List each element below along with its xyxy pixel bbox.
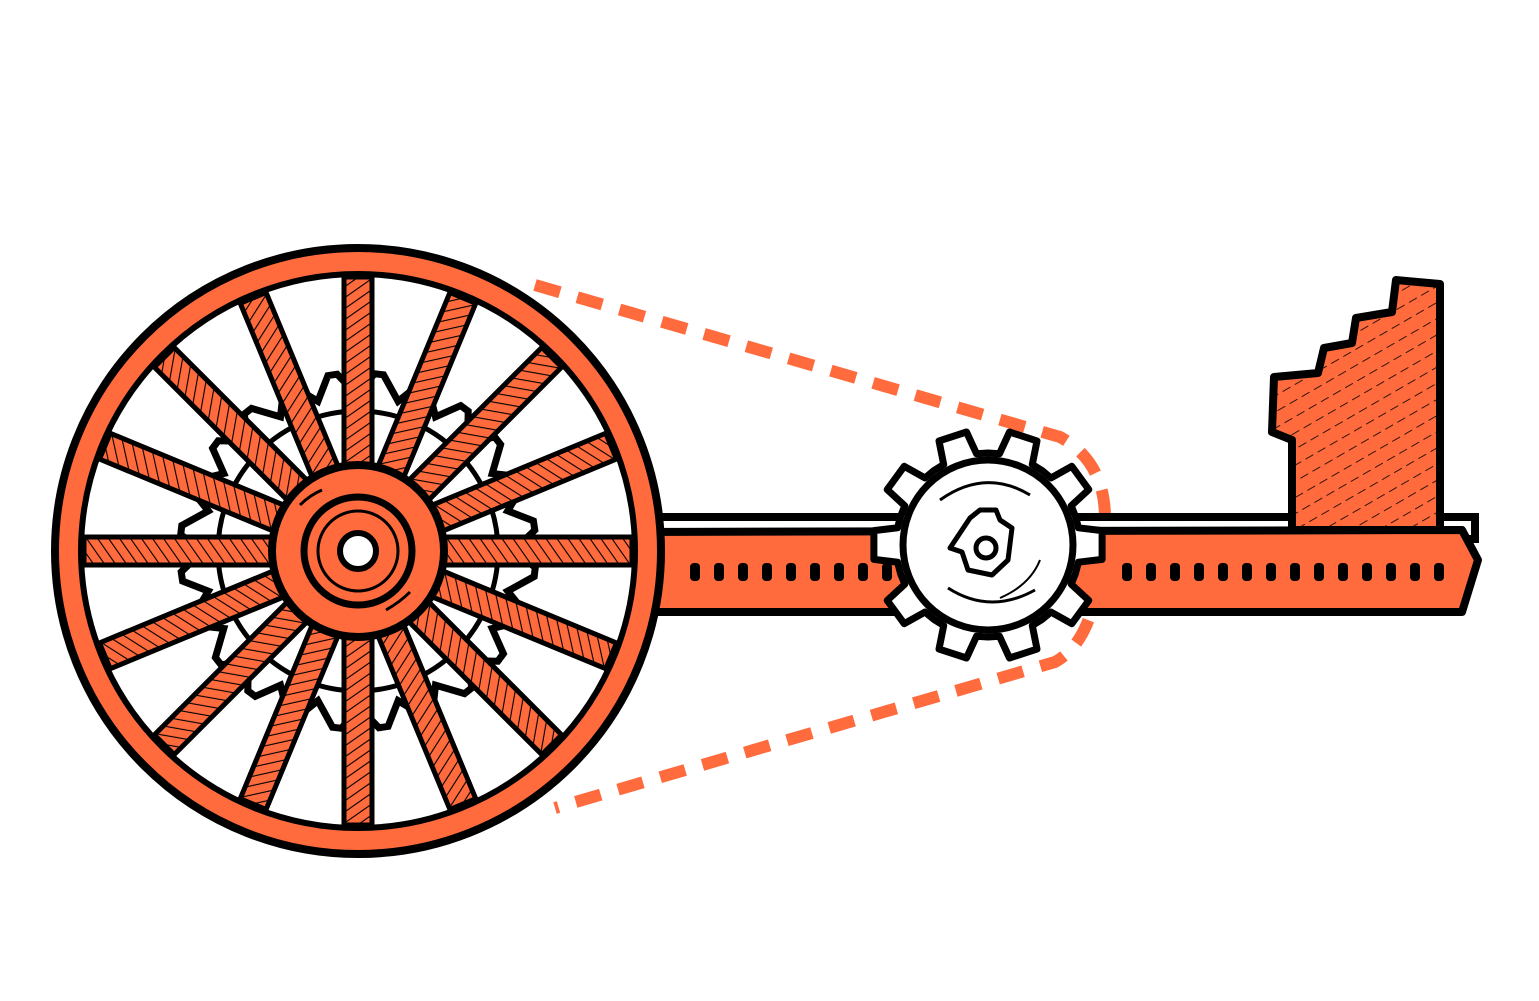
drive-belt (533, 279, 1111, 814)
spoked-wheel (51, 244, 665, 858)
key-bit (1268, 276, 1444, 534)
shaft-rack-marks (690, 563, 1444, 581)
pinion-gear (870, 428, 1106, 662)
wheel-hub (268, 461, 448, 641)
